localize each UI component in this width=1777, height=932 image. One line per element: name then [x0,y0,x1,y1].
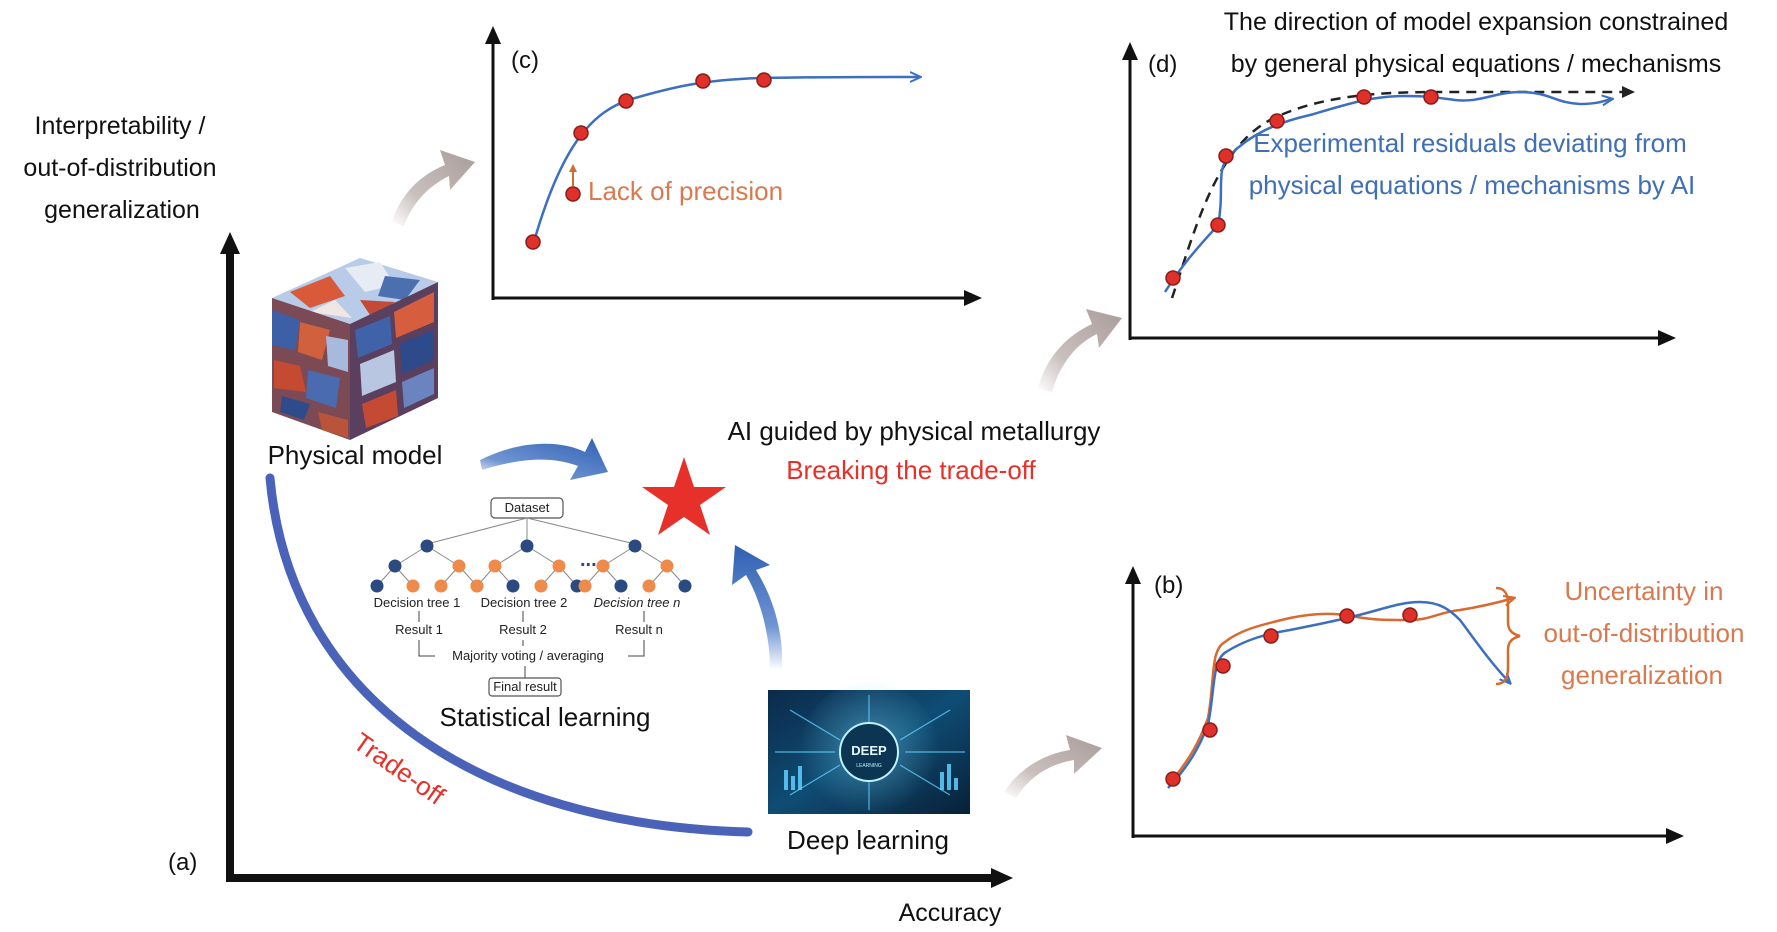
panel-d-label: (d) [1148,51,1177,78]
gray-arrow-to-panel-d-icon [1038,309,1122,392]
forest-ellipsis: ... [580,549,597,571]
panel-b-x-arrowhead [1666,828,1684,844]
panel-d-y-arrowhead [1122,42,1138,60]
panel-c-point [525,234,541,250]
decision-tree-n [578,539,692,593]
panel-d-point [1356,89,1372,105]
tree-label-1: Decision tree 1 [374,595,461,610]
main-axes [220,232,1013,888]
panel-b-label: (b) [1154,572,1183,599]
panel-b-point [1202,722,1218,738]
main-x-arrowhead [991,868,1013,888]
panel-c-y-arrowhead [485,26,501,44]
decision-tree-2 [470,539,584,593]
deep-learning-label: Deep learning [787,825,949,855]
panel-d-x-arrowhead [1658,330,1676,346]
panel-b-orange-curve [1167,598,1514,786]
statistical-learning-label: Statistical learning [440,702,651,732]
panel-b-annotation-line-2: out-of-distribution [1544,618,1745,648]
blue-arrow-from-physical-icon [480,438,608,480]
gray-arrow-to-panel-b-icon [1004,735,1102,798]
panel-d-point [1218,148,1234,164]
panel-b-y-arrowhead [1125,566,1141,584]
panel-b-point [1215,658,1231,674]
deep-learning-image: DEEP LEARNING [768,682,970,822]
panel-c-x-arrowhead [964,290,982,306]
panel-label-a: (a) [168,849,197,876]
panel-b-point [1402,607,1418,623]
panel-d-physical-dashed-curve [1170,86,1635,299]
panel-d-ai-curve [1163,90,1612,293]
blue-arrow-from-deep-learning-icon [732,545,783,670]
panel-b-blue-curve [1167,600,1510,789]
center-title: AI guided by physical metallurgy [728,416,1101,446]
y-axis-label-line-3: generalization [44,196,200,224]
tradeoff-label: Trade-off [348,726,451,811]
y-axis-label-line-2: out-of-distribution [23,154,216,182]
panel-d-point [1269,113,1285,129]
tree-label-n: Decision tree n [594,595,681,610]
panel-d-annotation-line-1: Experimental residuals deviating from [1253,128,1687,158]
result-label-1: Result 1 [395,622,443,637]
panel-c-annotation: Lack of precision [588,176,783,206]
panel-c-point [756,72,772,88]
tradeoff-arc [265,473,753,837]
x-axis-label: Accuracy [899,899,1002,927]
panel-d-point [1423,89,1439,105]
panel-c-point [618,93,634,109]
panel-c-model-curve [531,77,920,246]
panel-c-point [695,73,711,89]
center-subtitle: Breaking the trade-off [786,455,1036,485]
panel-d-title-line-1: The direction of model expansion constra… [1224,8,1728,36]
y-axis-label-line-1: Interpretability / [35,112,206,140]
panel-d: The direction of model expansion constra… [1122,8,1728,346]
panel-d-point [1210,217,1226,233]
panel-c-point [573,125,589,141]
deep-learning-badge-title: DEEP [851,743,887,758]
panel-b-annotation-line-1: Uncertainty in [1565,576,1724,606]
panel-d-title-line-2: by general physical equations / mechanis… [1231,50,1722,78]
final-result-box [488,677,562,697]
panel-c-point [565,186,581,202]
main-y-arrowhead [220,232,240,254]
deep-learning-badge-sub: LEARNING [856,763,882,769]
final-result-label: Final result [493,679,557,694]
panel-c: (c) Lack of precision [485,26,982,306]
dataset-label: Dataset [505,500,550,515]
decision-tree-1 [370,539,484,593]
panel-d-point [1165,270,1181,286]
panel-c-label: (c) [511,47,539,74]
physical-model-cube [272,258,438,440]
panel-d-annotation-line-2: physical equations / mechanisms by AI [1249,170,1696,200]
result-label-2: Result 2 [499,622,547,637]
panel-b-point [1263,628,1279,644]
random-forest-diagram: Dataset ... [370,497,692,697]
aggregate-label: Majority voting / averaging [452,648,604,663]
panel-b-point [1165,771,1181,787]
star-icon [642,457,726,535]
tree-label-2: Decision tree 2 [481,595,568,610]
gray-arrow-to-panel-c-icon [392,150,475,226]
panel-b-uncertainty-bracket [1495,586,1521,686]
panel-b-annotation-line-3: generalization [1561,660,1723,690]
panel-b-point [1339,608,1355,624]
panel-b: (b) Uncertainty in out-of-distribution g… [1125,566,1744,844]
result-label-n: Result n [615,622,663,637]
physical-model-label: Physical model [268,440,443,470]
